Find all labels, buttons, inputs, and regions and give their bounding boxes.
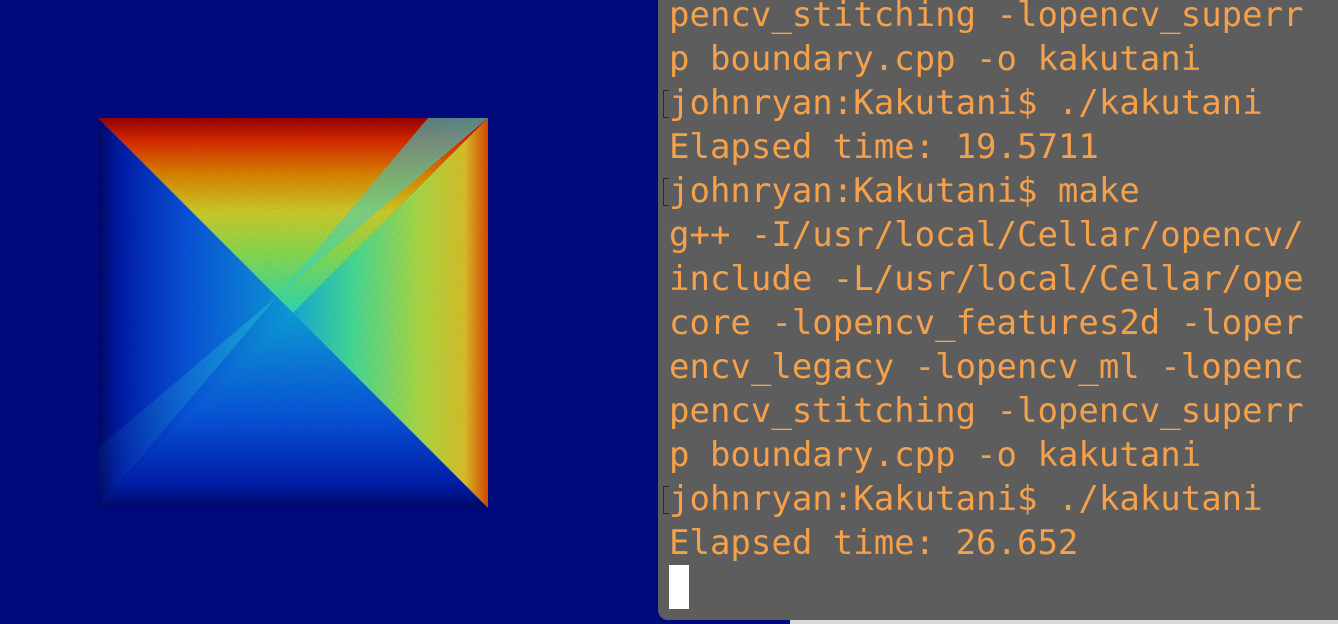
terminal-line: p boundary.cpp -o kakutani xyxy=(669,39,1202,79)
terminal-window[interactable]: pencv_stitching -lopencv_superr p bounda… xyxy=(658,0,1338,620)
terminal-line: encv_legacy -lopencv_ml -lopenc xyxy=(669,347,1304,387)
terminal-line: g++ -I/usr/local/Cellar/opencv/ xyxy=(669,215,1304,255)
terminal-line: core -lopencv_features2d -loper xyxy=(669,303,1304,343)
terminal-output: pencv_stitching -lopencv_superr p bounda… xyxy=(663,0,1338,565)
image-window xyxy=(0,0,660,624)
terminal-line: pencv_stitching -lopencv_superr xyxy=(669,0,1304,35)
terminal-line: Elapsed time: 26.652 xyxy=(669,523,1079,563)
kakutani-heatmap xyxy=(98,118,488,508)
terminal-prompt-line: johnryan:Kakutani$ ./kakutani xyxy=(663,81,1338,125)
terminal-line: Elapsed time: 19.5711 xyxy=(669,127,1099,167)
terminal-prompt-line: johnryan:Kakutani$ ./kakutani xyxy=(663,477,1338,521)
terminal-line: include -L/usr/local/Cellar/ope xyxy=(669,259,1304,299)
terminal-cursor[interactable] xyxy=(669,565,689,609)
terminal-prompt-line: johnryan:Kakutani$ make xyxy=(663,169,1338,213)
window-edge xyxy=(790,620,1338,624)
terminal-line: p boundary.cpp -o kakutani xyxy=(669,435,1202,475)
terminal-line: pencv_stitching -lopencv_superr xyxy=(669,391,1304,431)
